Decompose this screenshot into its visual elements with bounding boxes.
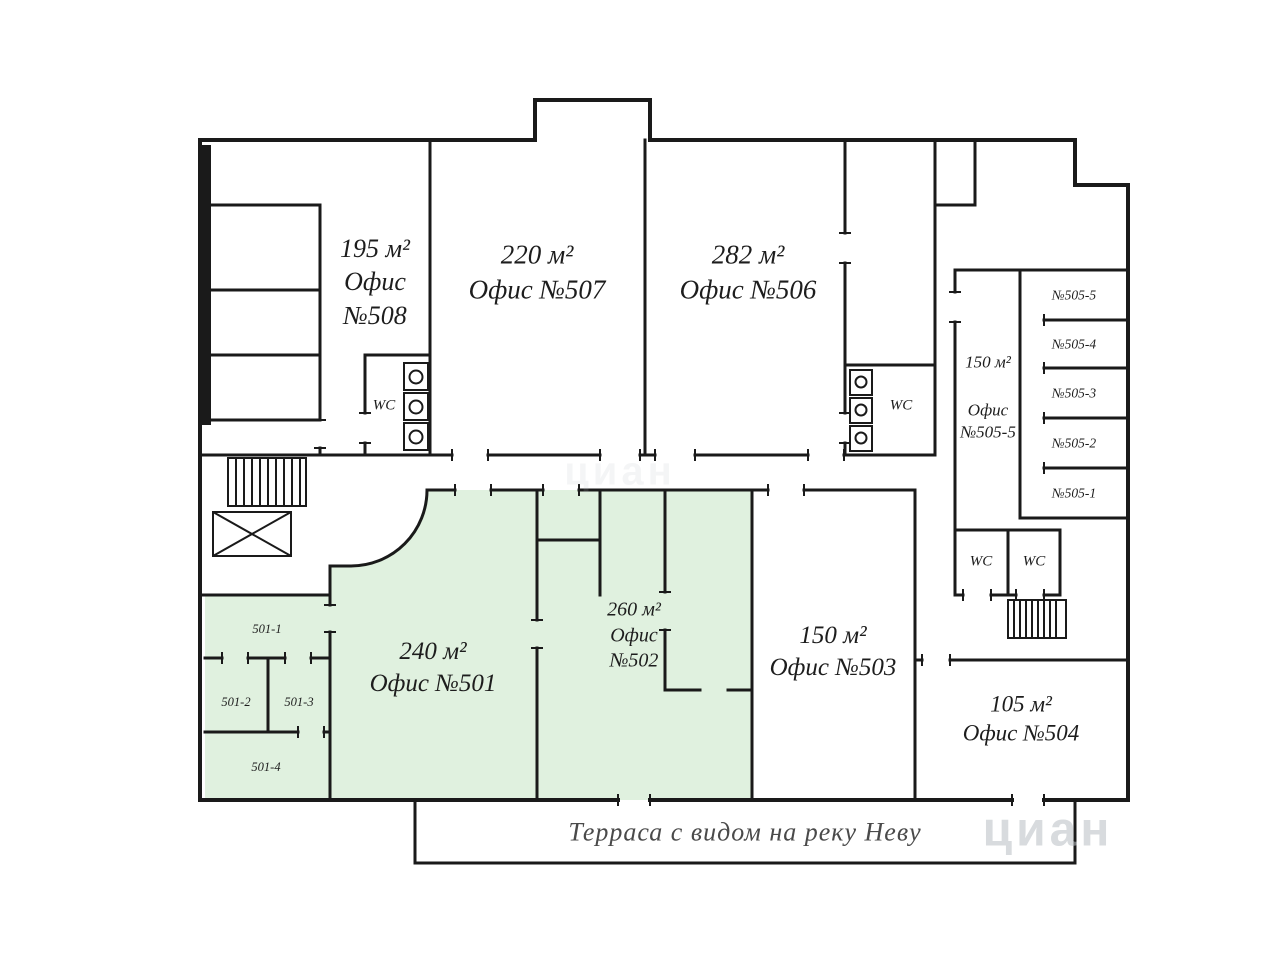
unit-505-4-text: №505-4 [1051,336,1097,352]
room-506-area: 282 м² [711,239,785,270]
terrace-outline [413,800,1077,865]
room-label-506: 282 м² Офис №506 [680,237,817,306]
unit-label-501-2: 501-2 [221,694,250,710]
room-label-508: 195 м² Офис №508 [340,232,410,332]
room-504-area: 105 м² [990,691,1052,717]
shaft-x-brace [212,511,292,557]
terrace-text: Терраса с видом на реку Неву [568,817,922,847]
wc-label-pair-left: WC [970,552,993,571]
unit-label-505-4: №505-4 [1052,335,1096,352]
room-508-name: Офис [344,267,406,297]
wc-right-text: WC [889,397,913,414]
room-502-fill [537,490,752,800]
room-502-name: Офис [610,624,658,647]
unit-505-3-text: №505-3 [1051,385,1097,401]
wc-fixtures-right [849,369,873,452]
unit-label-505-1: №505-1 [1052,484,1096,501]
room-505-name: Офис [967,400,1009,420]
left-thick-wall [200,145,211,425]
wc-pair-left-text: WC [969,553,993,570]
wc-fixtures-left [403,362,429,451]
right-stairs-hatching [1007,599,1067,639]
terrace-label: Терраса с видом на реку Неву [568,815,921,848]
room-501-area: 240 м² [399,638,467,665]
room-502-area: 260 м² [607,598,661,621]
room-507-name: Офис №507 [468,274,606,304]
room-label-507: 220 м² Офис №507 [469,237,606,306]
room-503-area: 150 м² [799,622,867,649]
room-505-number: №505-5 [960,421,1016,441]
unit-501-2-text: 501-2 [221,695,251,709]
unit-505-1-text: №505-1 [1051,485,1097,501]
unit-501-4-text: 501-4 [251,760,281,774]
room-508-number: №508 [343,300,407,330]
interior-walls [198,138,1130,802]
room-501-fill [330,490,537,800]
unit-505-2-text: №505-2 [1051,435,1097,451]
room-505-area: 150 м² [965,352,1011,372]
room-504-name: Офис №504 [962,721,1080,746]
unit-501-3-text: 501-3 [284,695,314,709]
room-503-name: Офис №503 [769,654,897,681]
room-label-502: 260 м² Офис №502 [607,598,661,675]
wc-label-left: WC [373,396,396,415]
unit-501-1-text: 501-1 [252,622,282,636]
wc-left-text: WC [372,397,396,414]
outer-walls [198,98,1130,802]
wc-label-pair-right: WC [1023,552,1046,571]
door-ticks [221,232,1045,806]
unit-label-505-2: №505-2 [1052,434,1096,451]
room-label-504: 105 м² Офис №504 [963,690,1080,749]
unit-label-501-4: 501-4 [251,759,280,775]
unit-label-505-3: №505-3 [1052,384,1096,401]
stairs-hatching [227,457,307,507]
room-label-505: 150 м² Офис №505-5 [960,351,1016,442]
unit-label-501-3: 501-3 [284,694,313,710]
wc-label-right: WC [890,396,913,415]
room-507-area: 220 м² [500,239,574,270]
room-label-501: 240 м² Офис №501 [370,636,497,700]
room-502-number: №502 [609,649,659,672]
unit-label-501-1: 501-1 [252,621,281,637]
room-508-area: 195 м² [340,234,410,264]
unit-label-505-5: №505-5 [1052,286,1096,303]
room-501-name: Офис №501 [369,670,497,697]
room-506-name: Офис №506 [679,274,817,304]
unit-505-5-text: №505-5 [1051,287,1097,303]
room-label-503: 150 м² Офис №503 [770,620,897,684]
wc-pair-right-text: WC [1022,553,1046,570]
